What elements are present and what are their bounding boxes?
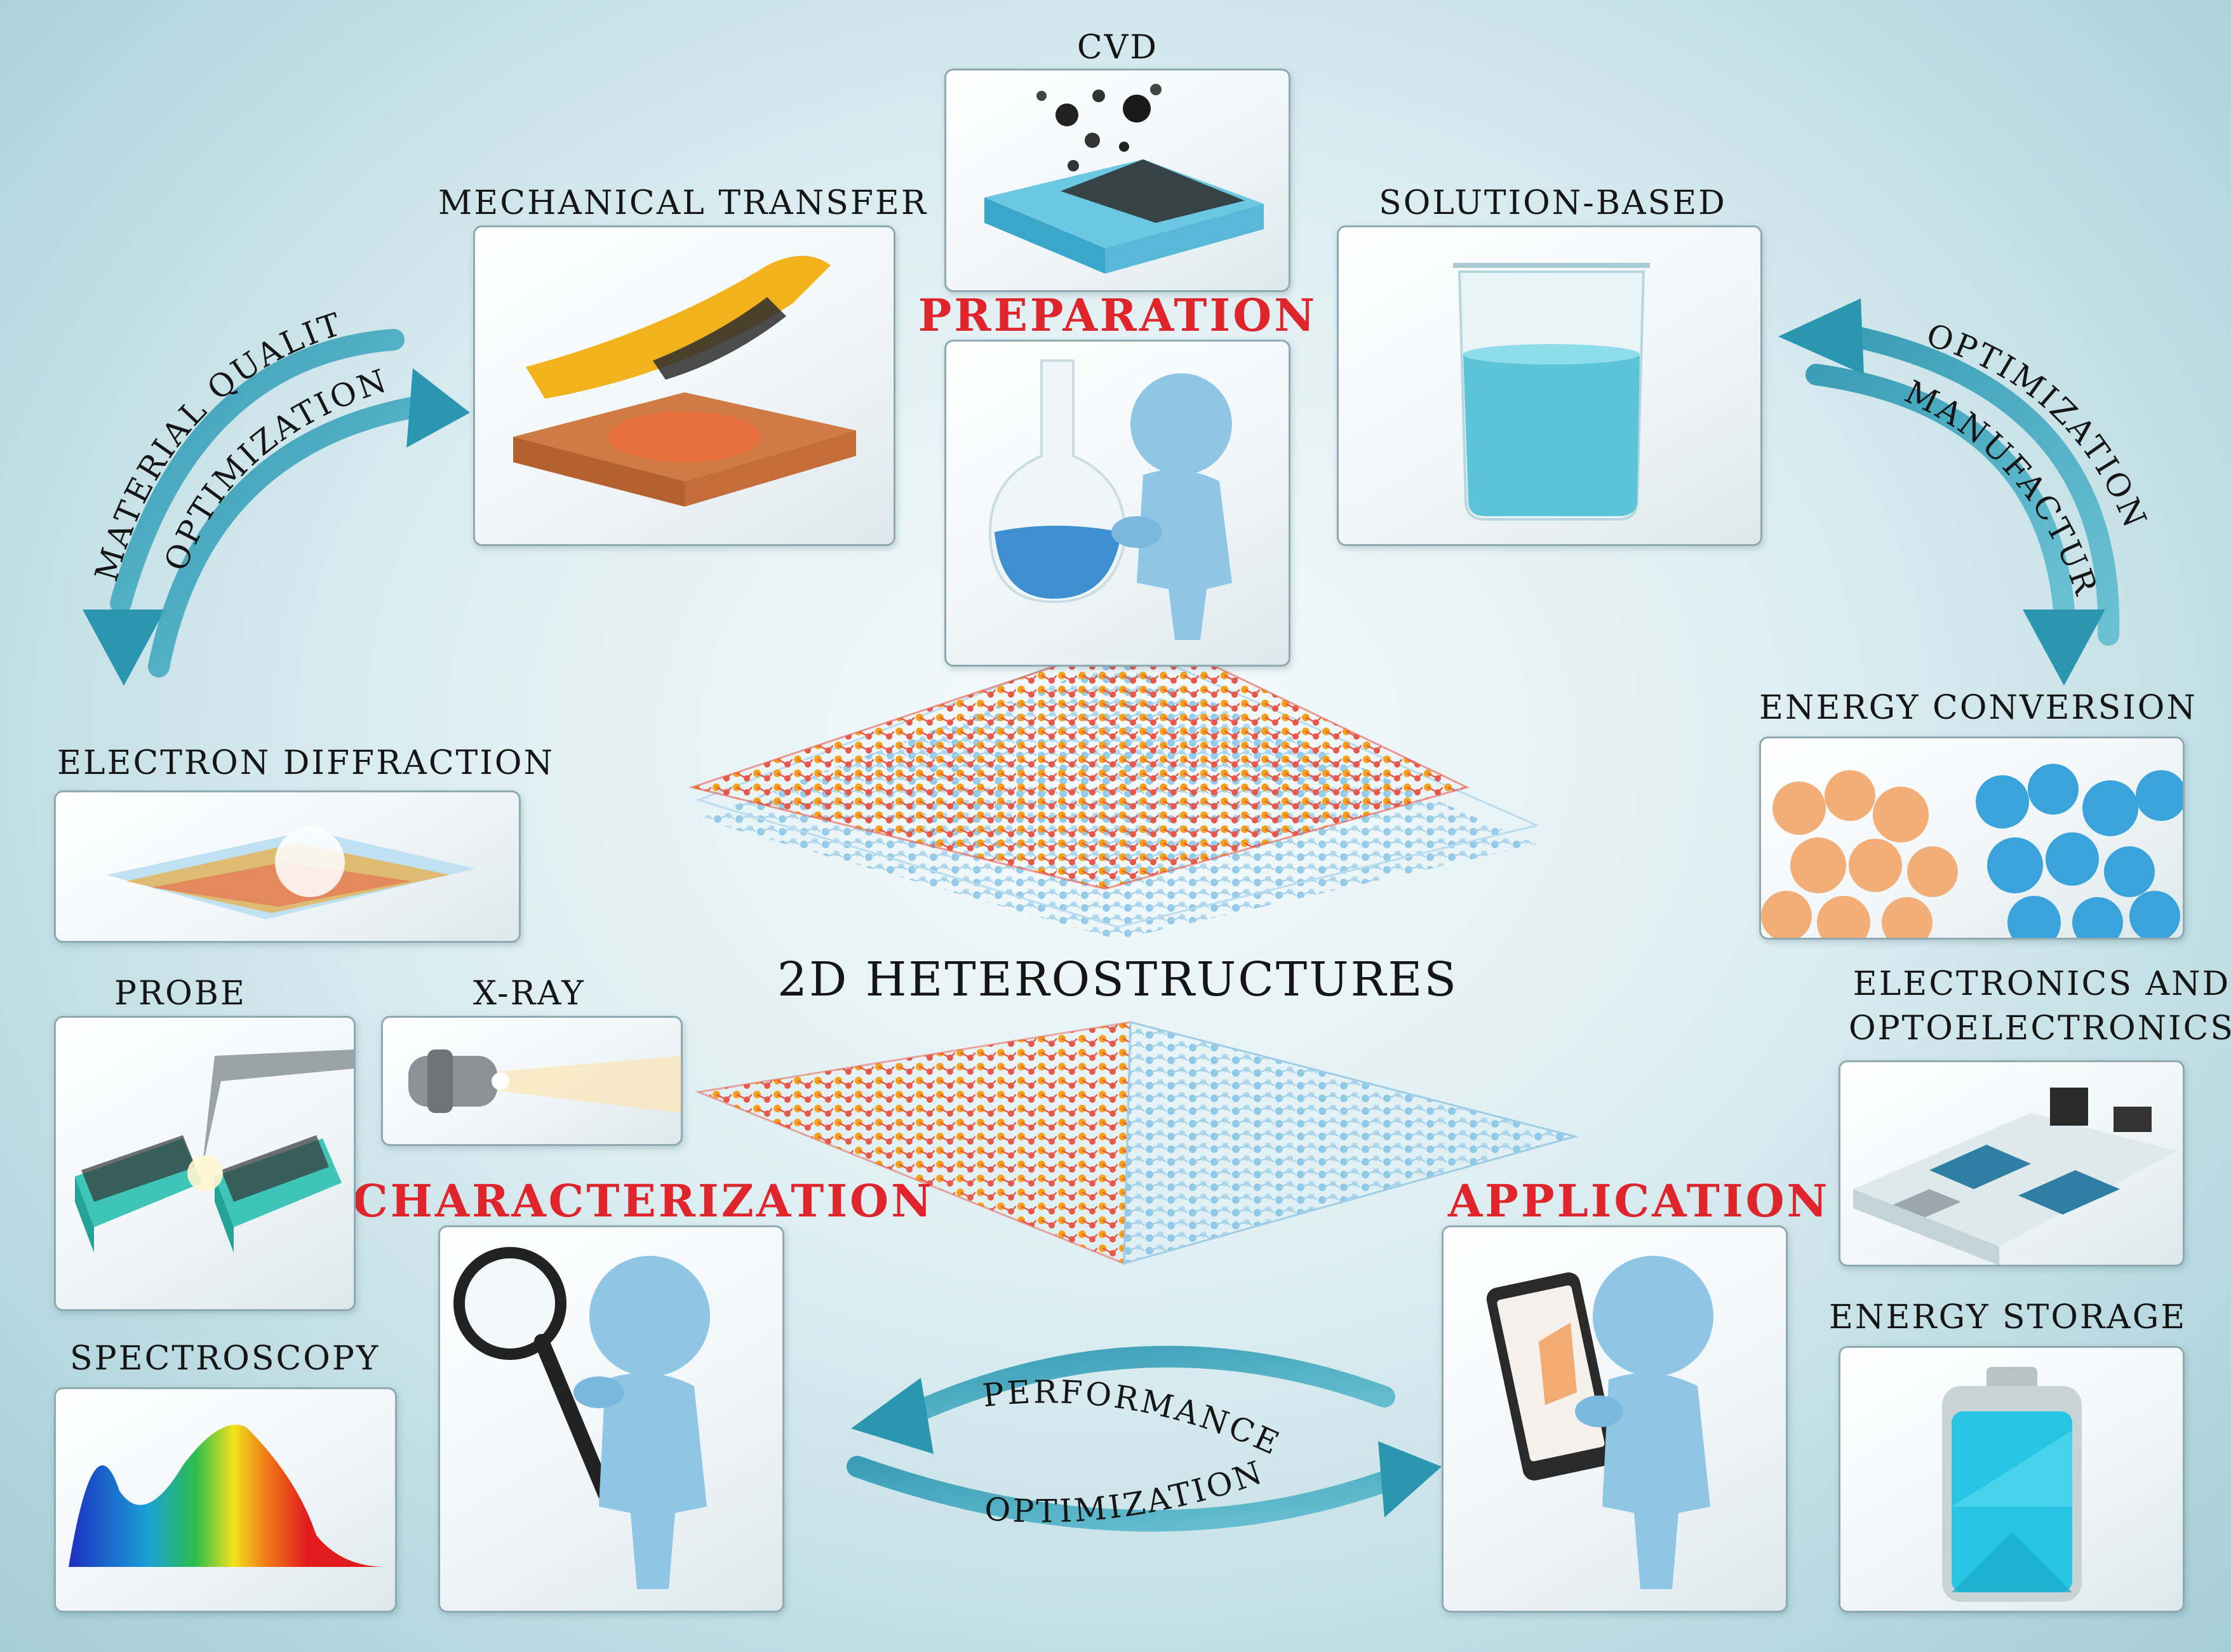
figure-with-phone-icon [1486, 1256, 1713, 1589]
mechanical-transfer-label: MECHANICAL TRANSFER [438, 184, 928, 222]
energy-storage-label: ENERGY STORAGE [1829, 1298, 2187, 1336]
energy-conversion-panel [1759, 736, 2185, 940]
preparation-figure-panel [944, 340, 1290, 667]
battery-icon [1942, 1367, 2082, 1602]
tape-transfer-icon [513, 256, 856, 507]
mechanical-transfer-panel [473, 225, 895, 546]
energy-storage-panel [1839, 1346, 2185, 1613]
electronics-label-line2: OPTOELECTRONICS [1848, 1009, 2231, 1048]
diffraction-lattice-icon [107, 827, 475, 919]
beaker-icon [1453, 263, 1650, 521]
circuit-board-icon [1853, 1088, 2177, 1265]
spectroscopy-label: SPECTROSCOPY [70, 1340, 380, 1378]
xray-label: X-RAY [473, 975, 586, 1013]
particles-icon [1761, 764, 2183, 938]
lateral-heterostructure [695, 1021, 1579, 1265]
electronics-label-line1: ELECTRONICS AND [1852, 965, 2231, 1003]
application-figure-panel [1442, 1225, 1788, 1613]
electronics-panel [1839, 1060, 2185, 1267]
left-cycle-arrows [83, 329, 470, 686]
bottom-cycle-arrows [847, 1345, 1442, 1532]
figure-holding-flask-icon [989, 359, 1232, 640]
probe-label: PROBE [114, 975, 246, 1013]
spectrum-icon [69, 1425, 386, 1567]
solution-based-label: SOLUTION-BASED [1379, 184, 1727, 222]
xray-tube-icon [408, 1049, 681, 1113]
energy-conversion-label: ENERGY CONVERSION [1759, 689, 2197, 727]
section-characterization: CHARACTERIZATION [352, 1175, 935, 1227]
right-cycle-arrows [1778, 298, 2120, 686]
section-preparation: PREPARATION [918, 289, 1318, 342]
cvd-panel [944, 69, 1290, 292]
probe-panel [54, 1016, 356, 1311]
probe-tip-icon [75, 1049, 354, 1253]
section-application: APPLICATION [1448, 1175, 1830, 1227]
xray-panel [381, 1016, 683, 1146]
electron-diffraction-label: ELECTRON DIFFRACTION [57, 744, 554, 782]
figure-with-magnifier-icon [453, 1247, 710, 1589]
cvd-substrate-icon [984, 84, 1264, 274]
solution-based-panel [1337, 225, 1762, 546]
center-title: 2D HETEROSTRUCTURES [777, 952, 1459, 1007]
spectroscopy-panel [54, 1387, 397, 1613]
characterization-figure-panel [438, 1225, 784, 1613]
cvd-label: CVD [1076, 29, 1159, 67]
vertical-heterostructure [688, 634, 1540, 940]
electron-diffraction-panel [54, 790, 521, 943]
